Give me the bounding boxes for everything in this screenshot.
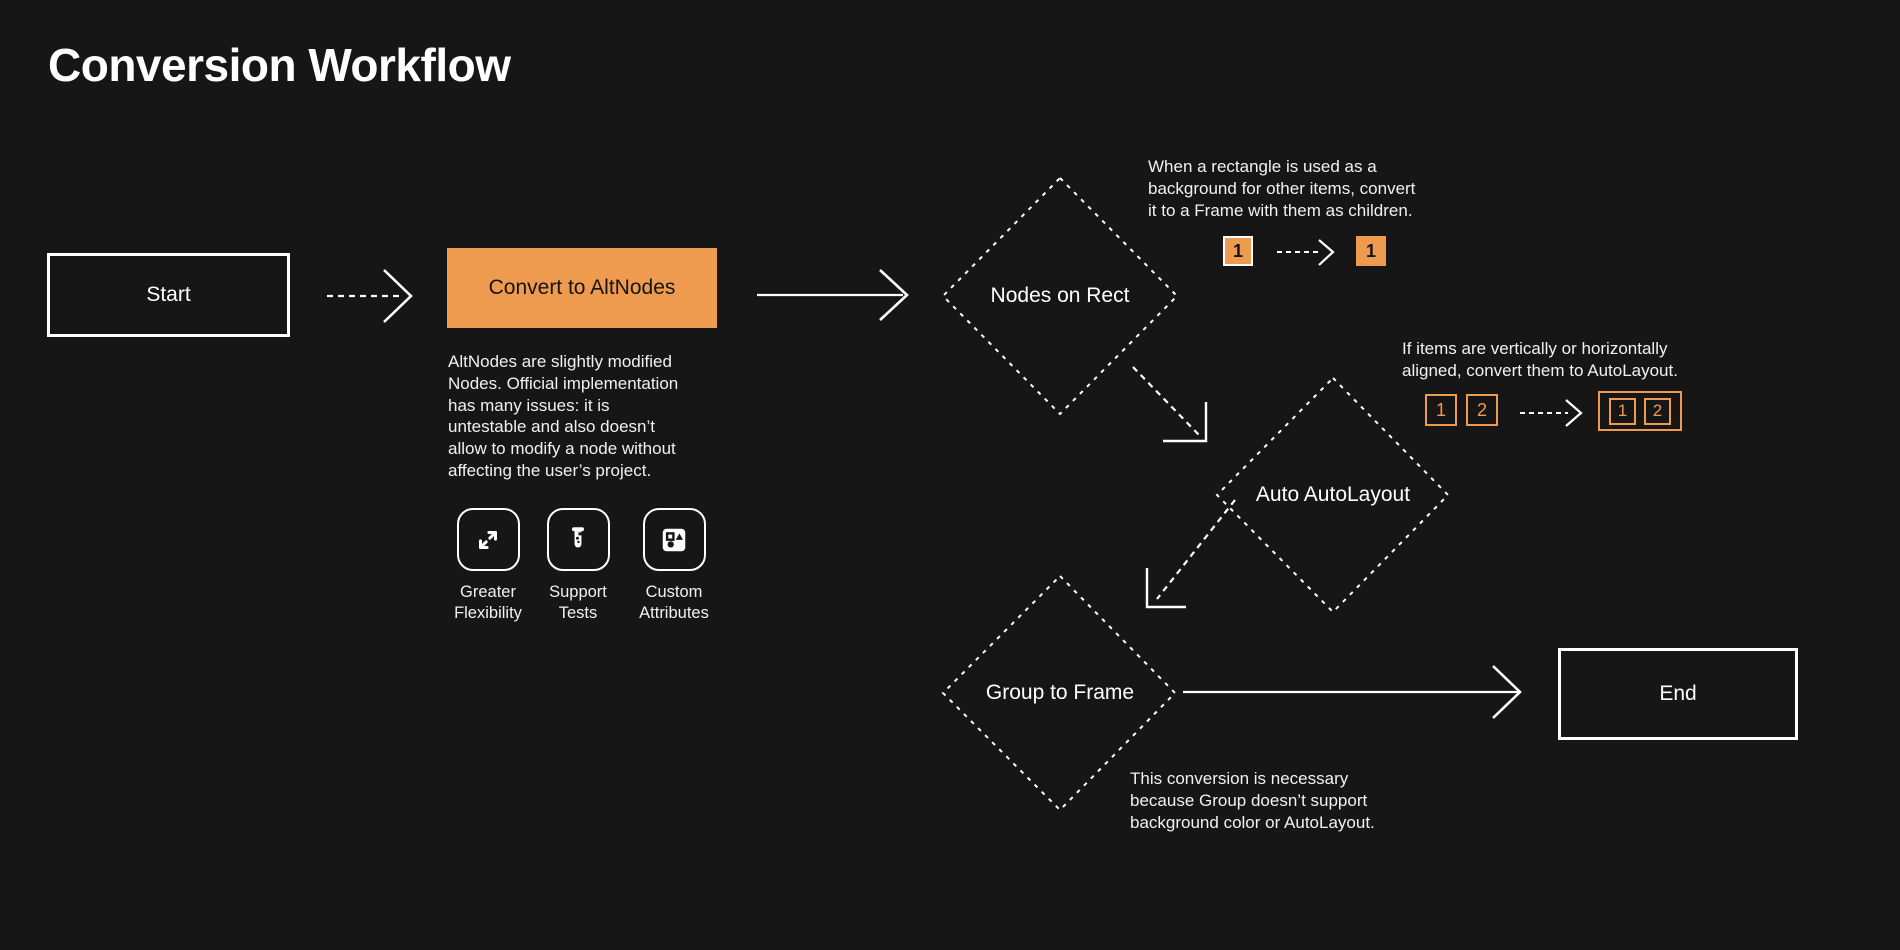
expand-icon (456, 508, 520, 571)
node-end: End (1558, 648, 1798, 740)
feature-custom-attributes: Custom Attributes (609, 508, 739, 625)
note-auto-autolayout: If items are vertically or horizontally … (1402, 339, 1678, 380)
arrowhead-autolayout-to-grouptoframe (1145, 568, 1186, 609)
page-title: Conversion Workflow (48, 39, 511, 91)
shapes-icon (642, 508, 706, 571)
badge-frame-1: 1 (1356, 236, 1386, 266)
badge-item-1: 1 (1425, 394, 1457, 426)
badge-item-2: 2 (1466, 394, 1498, 426)
badge-rect-1: 1 (1223, 236, 1253, 266)
arrowhead-start-to-convert (383, 269, 413, 323)
connector-autolayout-to-grouptoframe (1156, 499, 1236, 600)
node-group-to-frame-label: Group to Frame (985, 681, 1135, 704)
badge-grouped-item-1: 1 (1609, 397, 1636, 425)
node-auto-autolayout-label: Auto AutoLayout (1255, 483, 1411, 506)
badge-autolayout-group: 1 2 (1598, 391, 1682, 431)
altnodes-description: AltNodes are slightly modified Nodes. Of… (448, 352, 679, 480)
node-start: Start (47, 253, 290, 337)
arrowhead-nodesonrect-to-autolayout (1163, 402, 1208, 443)
arrowhead-badge-rect-to-frame (1318, 239, 1335, 266)
node-convert-to-altnodes: Convert to AltNodes (447, 248, 717, 328)
feature-label: Support Tests (549, 583, 607, 623)
note-rect-to-frame: When a rectangle is used as a background… (1148, 157, 1416, 220)
feature-label: Custom Attributes (639, 583, 709, 623)
arrowhead-grouptoframe-to-end (1492, 665, 1522, 719)
badge-grouped-item-2: 2 (1644, 397, 1671, 425)
arrowhead-convert-to-nodesonrect (879, 269, 909, 321)
arrowhead-badge-items-to-autolayout (1565, 399, 1583, 427)
note-group-to-frame: This conversion is necessary because Gro… (1130, 769, 1375, 832)
feature-label: Greater Flexibility (454, 583, 522, 623)
feature-greater-flexibility: Greater Flexibility (423, 508, 553, 625)
test-tube-icon (546, 508, 610, 571)
connector-nodesonrect-to-autolayout (1132, 366, 1200, 436)
node-nodes-on-rect-label: Nodes on Rect (990, 284, 1130, 307)
feature-support-tests: Support Tests (513, 508, 643, 625)
